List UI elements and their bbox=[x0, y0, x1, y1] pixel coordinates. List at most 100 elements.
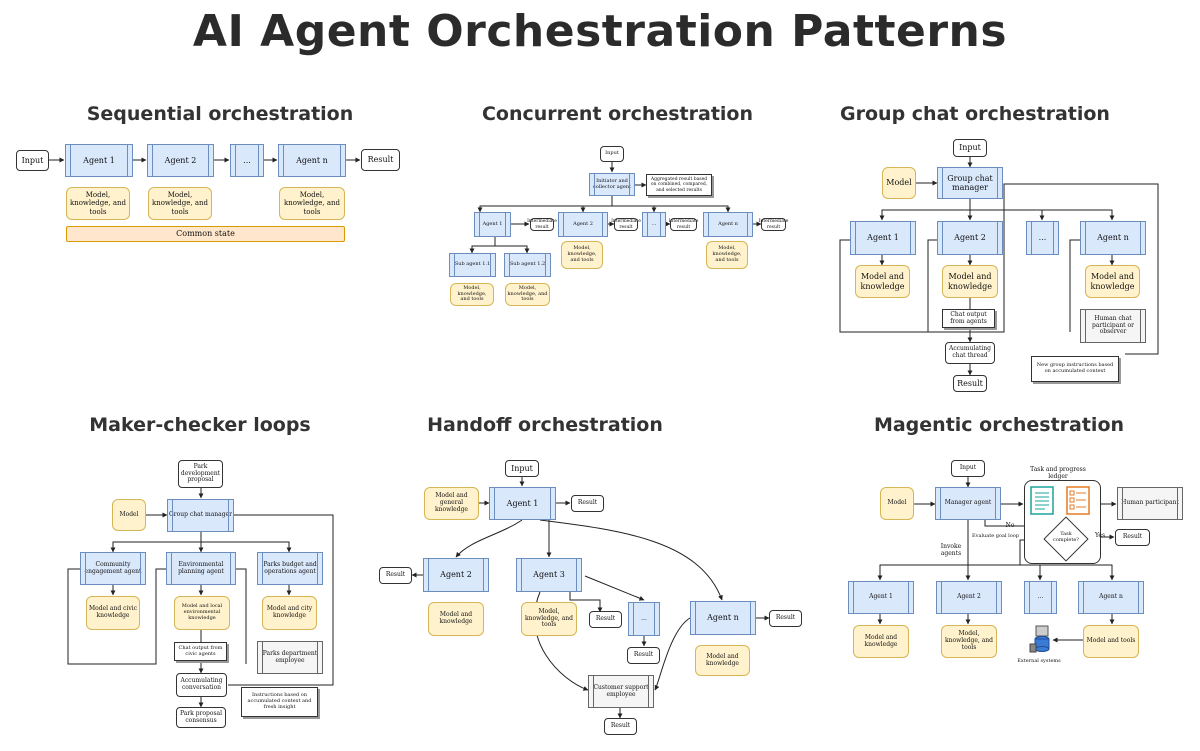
mc-model: Model bbox=[112, 499, 146, 531]
seq-input: Input bbox=[16, 150, 49, 171]
seq-model-n: Model, knowledge, and tools bbox=[279, 187, 345, 220]
ho-result-4: Result bbox=[627, 647, 660, 664]
mg-agent-n: Agent n bbox=[1078, 581, 1144, 614]
handoff-title: Handoff orchestration bbox=[427, 414, 663, 436]
ho-result-2: Result bbox=[379, 567, 412, 584]
database-icon bbox=[1029, 625, 1050, 653]
ho-result-3: Result bbox=[589, 611, 622, 628]
gc-ellipsis: ... bbox=[1026, 221, 1059, 255]
ho-agent-3: Agent 3 bbox=[516, 558, 582, 592]
mc-accumulating: Accumulating conversation bbox=[176, 673, 227, 697]
seq-model-2: Model, knowledge, and tools bbox=[148, 187, 212, 220]
gc-mk-1: Model and knowledge bbox=[855, 265, 910, 298]
ho-agent-1: Agent 1 bbox=[489, 487, 556, 520]
mc-community: Community engagement agent bbox=[80, 552, 146, 585]
mg-mk-1: Model and knowledge bbox=[853, 625, 909, 658]
gc-agent-n: Agent n bbox=[1080, 221, 1146, 255]
con-ir-n: Intermediate result bbox=[758, 218, 789, 231]
con-sub-agent-1-1: Sub agent 1.1 bbox=[449, 253, 496, 277]
mc-instructions-note: Instructions based on accumulated contex… bbox=[241, 687, 318, 717]
ho-mk-2: Model and knowledge bbox=[428, 602, 484, 636]
ho-support: Customer support employee bbox=[588, 675, 654, 708]
seq-model-1: Model, knowledge, and tools bbox=[66, 187, 130, 220]
mc-proposal: Park development proposal bbox=[178, 460, 223, 488]
con-ellipsis: ... bbox=[642, 212, 666, 237]
groupchat-title: Group chat orchestration bbox=[840, 103, 1110, 125]
mg-invoke-label: Invoke agents bbox=[940, 543, 962, 557]
seq-agent-2: Agent 2 bbox=[147, 144, 214, 177]
con-agent-n: Agent n bbox=[703, 212, 753, 237]
mc-consensus: Park proposal consensus bbox=[176, 707, 226, 728]
con-aggregated-note: Aggregated result based on combined, com… bbox=[646, 174, 712, 196]
con-input: Input bbox=[600, 146, 624, 162]
con-sub-agent-1-2: Sub agent 1.2 bbox=[504, 253, 551, 277]
mc-model-city: Model and city knowledge bbox=[262, 596, 317, 630]
ho-mk-n: Model and knowledge bbox=[695, 645, 750, 676]
mg-no-label: No bbox=[1005, 521, 1015, 529]
gc-input: Input bbox=[953, 139, 987, 157]
con-model-1-1: Model, knowledge, and tools bbox=[450, 283, 494, 306]
mg-manager: Manager agent bbox=[935, 487, 1001, 520]
concurrent-title: Concurrent orchestration bbox=[481, 103, 754, 125]
ho-agent-2: Agent 2 bbox=[423, 558, 489, 592]
makerchecker-title: Maker-checker loops bbox=[89, 414, 311, 436]
ho-mkt-3: Model, knowledge, and tools bbox=[521, 602, 577, 636]
sequential-title: Sequential orchestration bbox=[86, 103, 354, 125]
gc-mk-n: Model and knowledge bbox=[1085, 265, 1140, 298]
con-ir-1: Intermediate result bbox=[527, 218, 557, 231]
mc-budget: Parks budget and operations agent bbox=[257, 552, 323, 585]
ho-input: Input bbox=[505, 460, 539, 477]
mg-ledger-label: Task and progress ledger bbox=[1030, 466, 1086, 480]
seq-common-state: Common state bbox=[66, 226, 345, 242]
mg-mkt-2: Model, knowledge, and tools bbox=[941, 625, 997, 658]
ho-result-1: Result bbox=[571, 495, 604, 512]
seq-result: Result bbox=[361, 149, 400, 171]
gc-manager: Group chat manager bbox=[937, 167, 1003, 199]
checklist-icon bbox=[1066, 486, 1090, 515]
con-agent-2: Agent 2 bbox=[558, 212, 608, 237]
con-model-n: Model, knowledge, and tools bbox=[706, 241, 748, 269]
gc-human: Human chat participant or observer bbox=[1080, 309, 1146, 343]
gc-thread: Accumulating chat thread bbox=[945, 342, 995, 364]
seq-agent-n: Agent n bbox=[278, 144, 346, 177]
magentic-title: Magentic orchestration bbox=[873, 414, 1125, 436]
ho-model-general: Model and general knowledge bbox=[424, 487, 479, 520]
gc-chat-output-note: Chat output from agents bbox=[942, 309, 995, 328]
seq-agent-1: Agent 1 bbox=[65, 144, 133, 177]
mg-model-tools: Model and tools bbox=[1083, 625, 1139, 658]
mc-model-env: Model and local environmental knowledge bbox=[174, 596, 230, 630]
mg-result: Result bbox=[1115, 529, 1150, 546]
mc-environmental: Environmental planning agent bbox=[166, 552, 236, 585]
ho-result-n: Result bbox=[769, 610, 802, 627]
con-ir-2: Intermediate result bbox=[611, 218, 641, 231]
con-ir-3: Intermediate result bbox=[668, 218, 699, 231]
ho-ellipsis: ... bbox=[628, 602, 660, 636]
mg-ellipsis: ... bbox=[1024, 581, 1057, 614]
mc-model-civic: Model and civic knowledge bbox=[86, 596, 140, 630]
mc-manager: Group chat manager bbox=[167, 499, 234, 532]
mg-agent-1: Agent 1 bbox=[848, 581, 914, 614]
mc-employee: Parks department employee bbox=[257, 641, 323, 674]
mg-external-label: External systems bbox=[1017, 658, 1061, 665]
mg-evaluate-label: Evaluate goal loop bbox=[971, 532, 1019, 539]
ho-agent-n: Agent n bbox=[690, 601, 756, 635]
gc-new-group-note: New group instructions based on accumula… bbox=[1031, 356, 1119, 382]
mg-yes-label: Yes bbox=[1094, 531, 1106, 539]
con-model-1-2: Model, knowledge, and tools bbox=[505, 283, 550, 306]
con-agent-1: Agent 1 bbox=[474, 212, 511, 237]
page-title: AI Agent Orchestration Patterns bbox=[192, 6, 1008, 57]
gc-agent-1: Agent 1 bbox=[850, 221, 916, 255]
gc-result: Result bbox=[953, 375, 987, 392]
mg-human: Human participant bbox=[1117, 487, 1183, 520]
mg-model: Model bbox=[880, 487, 914, 520]
mc-chat-civic-note: Chat output from civic agents bbox=[174, 642, 227, 661]
document-list-icon bbox=[1030, 486, 1054, 515]
ho-result-5: Result bbox=[604, 718, 637, 735]
mg-agent-2: Agent 2 bbox=[936, 581, 1002, 614]
con-model-2: Model, knowledge, and tools bbox=[561, 241, 603, 269]
con-initiator: Initiator and collector agent bbox=[589, 173, 635, 196]
mg-input: Input bbox=[951, 460, 985, 477]
gc-agent-2: Agent 2 bbox=[937, 221, 1003, 255]
